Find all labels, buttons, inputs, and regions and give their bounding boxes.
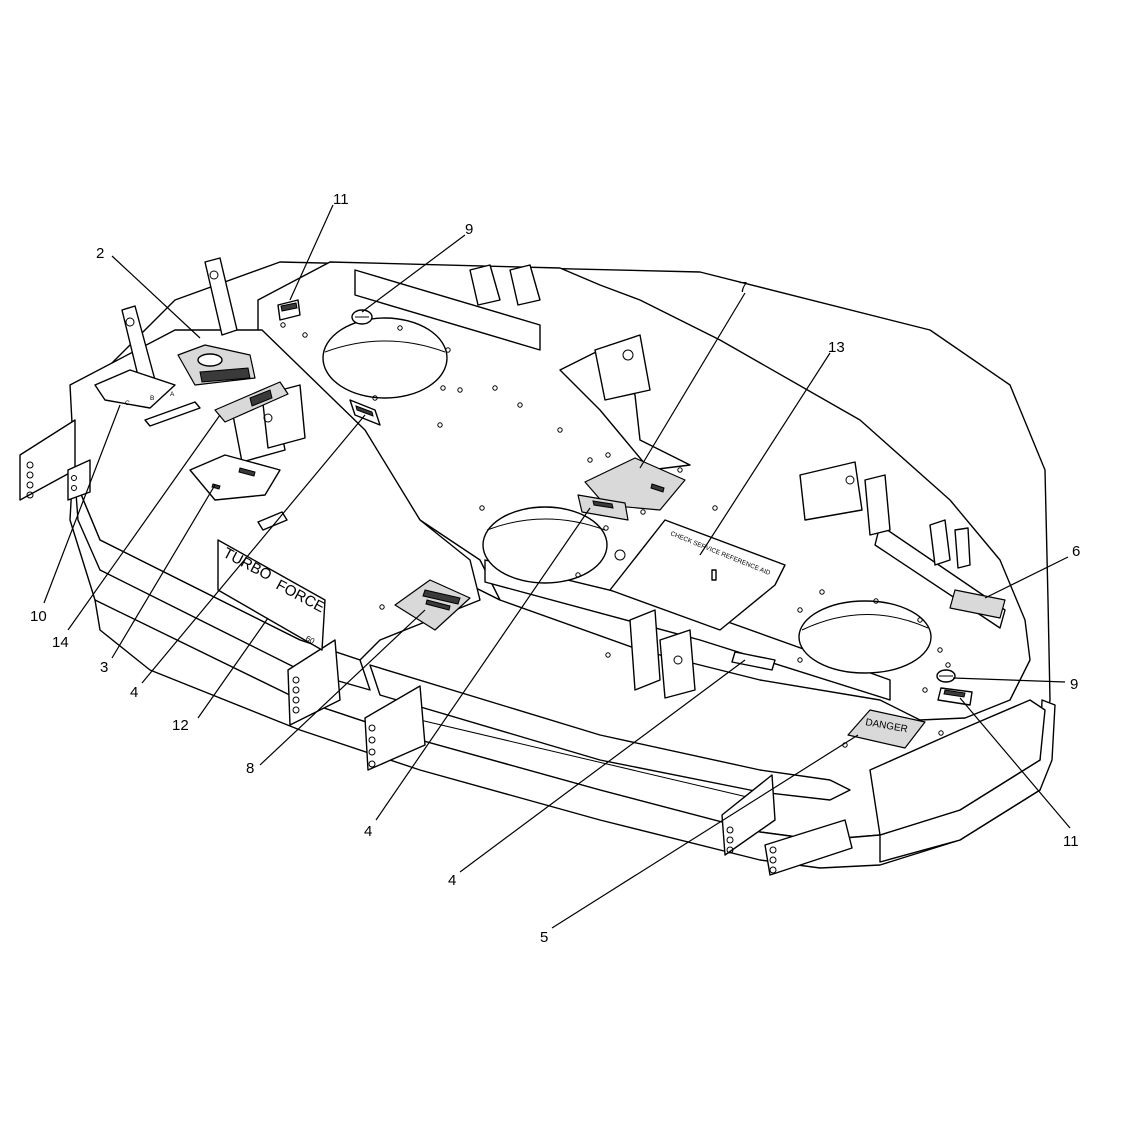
callout-labels: 2 11 9 7 13 6 9 11 10 14 3 4 12 8 4 4 5: [30, 191, 1080, 946]
callout-4-center: 4: [364, 823, 372, 840]
decal-9-right: [936, 669, 956, 683]
callout-12: 12: [172, 717, 189, 734]
decal-9-rear: [351, 309, 373, 325]
callout-13: 13: [828, 339, 845, 356]
decal-14: [214, 381, 289, 423]
svg-text:C: C: [125, 400, 130, 407]
callout-6: 6: [1072, 543, 1080, 560]
callout-4-upper: 4: [130, 684, 138, 701]
front-anti-scalp-bracket-left: [287, 639, 341, 726]
decal-11-right: [937, 687, 973, 706]
decal-8: [394, 579, 471, 631]
decal-10-belt-routing: C B A: [94, 369, 201, 427]
callout-5: 5: [540, 929, 548, 946]
callout-8: 8: [246, 760, 254, 777]
deck-right-housing: [869, 699, 1046, 836]
callout-14: 14: [52, 634, 69, 651]
deck-front-bar-inner: [419, 719, 761, 801]
callout-2: 2: [96, 245, 104, 262]
blade-opening-left-inner: [324, 340, 446, 353]
blade-opening-right-inner: [801, 614, 929, 631]
deck-front-bar: [369, 664, 851, 801]
callout-11-right: 11: [1063, 833, 1079, 850]
front-anti-scalp-bracket-center: [364, 685, 426, 771]
blade-opening-center-inner: [486, 518, 606, 531]
deck-left-wall: [74, 479, 371, 691]
callout-9-rear: 9: [465, 221, 473, 238]
decal-4-center: [577, 494, 629, 521]
callout-10: 10: [30, 608, 47, 625]
decal-4-lower: [731, 651, 776, 671]
blade-opening-right: [798, 600, 932, 674]
rear-hitch-bracket-left: [121, 257, 238, 385]
decal-11-rear: [277, 299, 301, 321]
blade-opening-center: [482, 506, 608, 584]
deck-fastener-holes: [280, 322, 951, 748]
callout-9-right: 9: [1070, 676, 1078, 693]
callout-3: 3: [100, 659, 108, 676]
decal-2-pulley-cover: [177, 344, 256, 386]
svg-text:B: B: [150, 395, 154, 402]
decal-4-upper: [349, 399, 381, 426]
front-center-hitch: [629, 609, 696, 699]
callout-11-rear: 11: [333, 191, 349, 208]
right-hitch-bracket: [799, 461, 971, 569]
blade-opening-left: [322, 317, 448, 399]
svg-text:A: A: [170, 391, 175, 398]
rear-hitch-bracket-center: [469, 264, 651, 401]
left-anti-scalp-bracket: [19, 419, 91, 501]
callout-4-lower: 4: [448, 872, 456, 889]
decal-5-danger: DANGER: [847, 709, 926, 749]
leader-lines: [43, 204, 1071, 929]
callout-7: 7: [739, 279, 747, 296]
rear-baffle: [354, 269, 541, 351]
